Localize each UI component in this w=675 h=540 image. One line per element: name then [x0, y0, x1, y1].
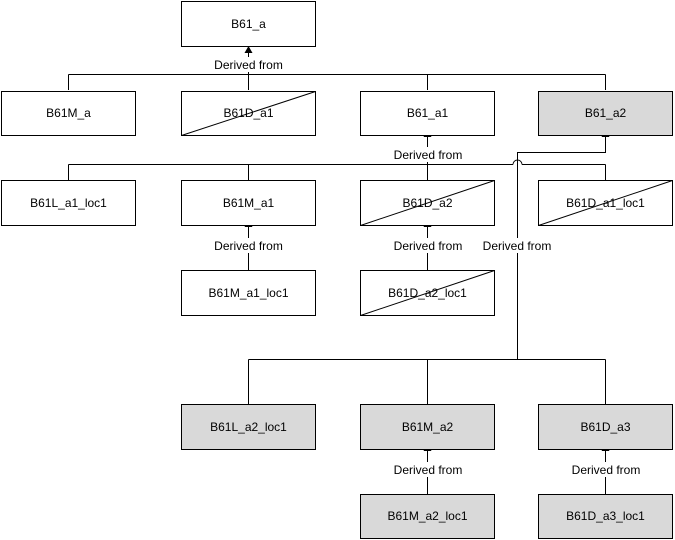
node-b61-a1: B61_a1: [360, 91, 495, 136]
svg-text:B61D_a2_loc1: B61D_a2_loc1: [388, 286, 467, 300]
node-b61-a: B61_a: [181, 1, 316, 47]
connector-b61-a2-to-tier3: [248, 136, 606, 404]
derived-from-label: Derived from: [572, 463, 641, 477]
connector-b61-a1-to-tier2: [68, 136, 606, 180]
svg-text:B61M_a2: B61M_a2: [402, 420, 454, 434]
node-b61d-a1-loc1: B61D_a1_loc1: [538, 180, 673, 226]
svg-text:B61_a2: B61_a2: [585, 106, 627, 120]
svg-text:B61D_a2: B61D_a2: [402, 196, 452, 210]
node-b61m-a2-loc1: B61M_a2_loc1: [360, 494, 495, 539]
svg-text:B61D_a3: B61D_a3: [580, 420, 630, 434]
arrowhead: [244, 46, 253, 53]
node-b61m-a2: B61M_a2: [360, 404, 495, 450]
node-b61d-a3-loc1: B61D_a3_loc1: [538, 494, 673, 539]
node-b61l-a1-loc1: B61L_a1_loc1: [1, 180, 136, 226]
svg-text:B61_a: B61_a: [231, 17, 266, 31]
node-b61m-a1: B61M_a1: [181, 180, 316, 226]
deprecated-slash: [181, 91, 316, 136]
svg-text:B61L_a1_loc1: B61L_a1_loc1: [30, 196, 107, 210]
derived-from-label: Derived from: [394, 463, 463, 477]
svg-text:B61D_a3_loc1: B61D_a3_loc1: [566, 509, 645, 523]
node-b61d-a2-loc1: B61D_a2_loc1: [360, 270, 495, 316]
node-b61d-a3: B61D_a3: [538, 404, 673, 450]
svg-text:B61L_a2_loc1: B61L_a2_loc1: [210, 420, 287, 434]
derived-from-label: Derived from: [483, 239, 552, 253]
svg-text:B61D_a1: B61D_a1: [223, 106, 273, 120]
svg-text:B61M_a2_loc1: B61M_a2_loc1: [387, 509, 467, 523]
derived-from-label: Derived from: [214, 239, 283, 253]
derived-from-label: Derived from: [394, 148, 463, 162]
node-b61l-a2-loc1: B61L_a2_loc1: [181, 404, 316, 450]
node-b61d-a1: B61D_a1: [181, 91, 316, 136]
derived-from-label: Derived from: [394, 239, 463, 253]
derived-from-label: Derived from: [214, 58, 283, 72]
svg-text:B61M_a: B61M_a: [46, 106, 91, 120]
svg-text:B61M_a1_loc1: B61M_a1_loc1: [208, 286, 288, 300]
node-b61m-a: B61M_a: [1, 91, 136, 136]
deprecated-slash: [538, 180, 673, 226]
svg-text:B61D_a1_loc1: B61D_a1_loc1: [566, 196, 645, 210]
deprecated-slash: [360, 180, 495, 226]
svg-text:B61_a1: B61_a1: [407, 106, 449, 120]
connector-b61-a-to-tier1: [68, 52, 606, 90]
svg-text:B61M_a1: B61M_a1: [223, 196, 275, 210]
node-b61-a2: B61_a2: [538, 91, 673, 136]
node-b61d-a2: B61D_a2: [360, 180, 495, 226]
node-b61m-a1-loc1: B61M_a1_loc1: [181, 270, 316, 316]
deprecated-slash: [360, 270, 495, 316]
